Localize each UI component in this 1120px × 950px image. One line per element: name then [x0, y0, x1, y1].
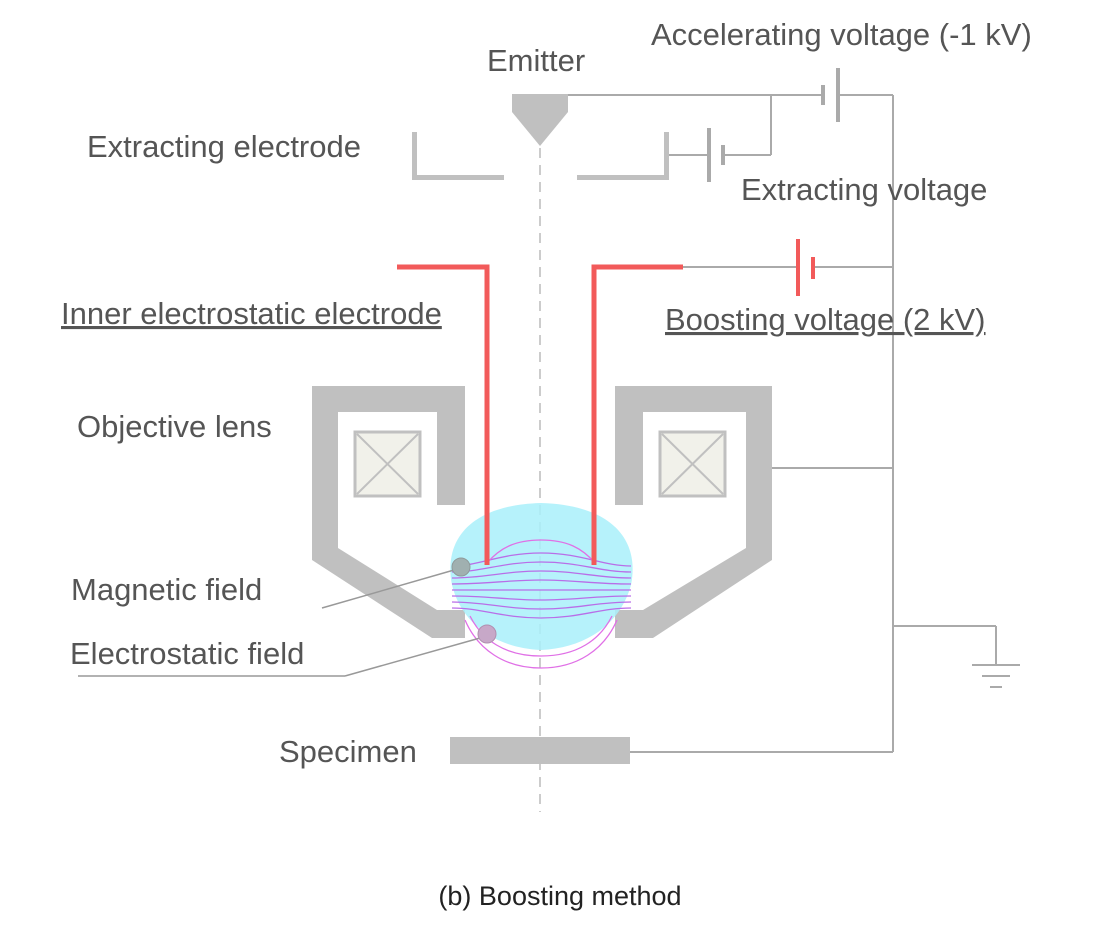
- objective-lens-right: [615, 386, 772, 638]
- specimen: [450, 737, 630, 764]
- objective-lens-label: Objective lens: [77, 409, 272, 444]
- emitter-tip: [512, 94, 568, 146]
- boosting-voltage-battery-icon: [796, 239, 815, 296]
- circuit-wires: [540, 94, 997, 753]
- magnetic-field-label: Magnetic field: [71, 572, 262, 607]
- extracting-voltage-label: Extracting voltage: [741, 172, 987, 207]
- magnetic-field-marker: [321, 557, 471, 609]
- specimen-label: Specimen: [279, 734, 417, 769]
- inner-electrostatic-electrode: [397, 264, 683, 565]
- magnetic-field-lines: [451, 552, 632, 619]
- boosting-voltage-label: Boosting voltage (2 kV): [665, 302, 986, 337]
- electrostatic-field-marker: [78, 624, 497, 677]
- extracting-electrode: [412, 132, 669, 180]
- extracting-voltage-battery-icon: [707, 128, 725, 182]
- figure-caption: (b) Boosting method: [438, 881, 681, 911]
- extracting-electrode-label: Extracting electrode: [87, 129, 361, 164]
- accelerating-voltage-battery-icon: [821, 68, 840, 122]
- emitter-label: Emitter: [487, 43, 585, 78]
- electrostatic-field-label: Electrostatic field: [70, 636, 304, 671]
- ground-icon: [972, 664, 1020, 688]
- accelerating-voltage-label: Accelerating voltage (-1 kV): [651, 17, 1032, 52]
- objective-lens-left: [312, 386, 465, 638]
- inner-electrostatic-electrode-label: Inner electrostatic electrode: [61, 296, 442, 331]
